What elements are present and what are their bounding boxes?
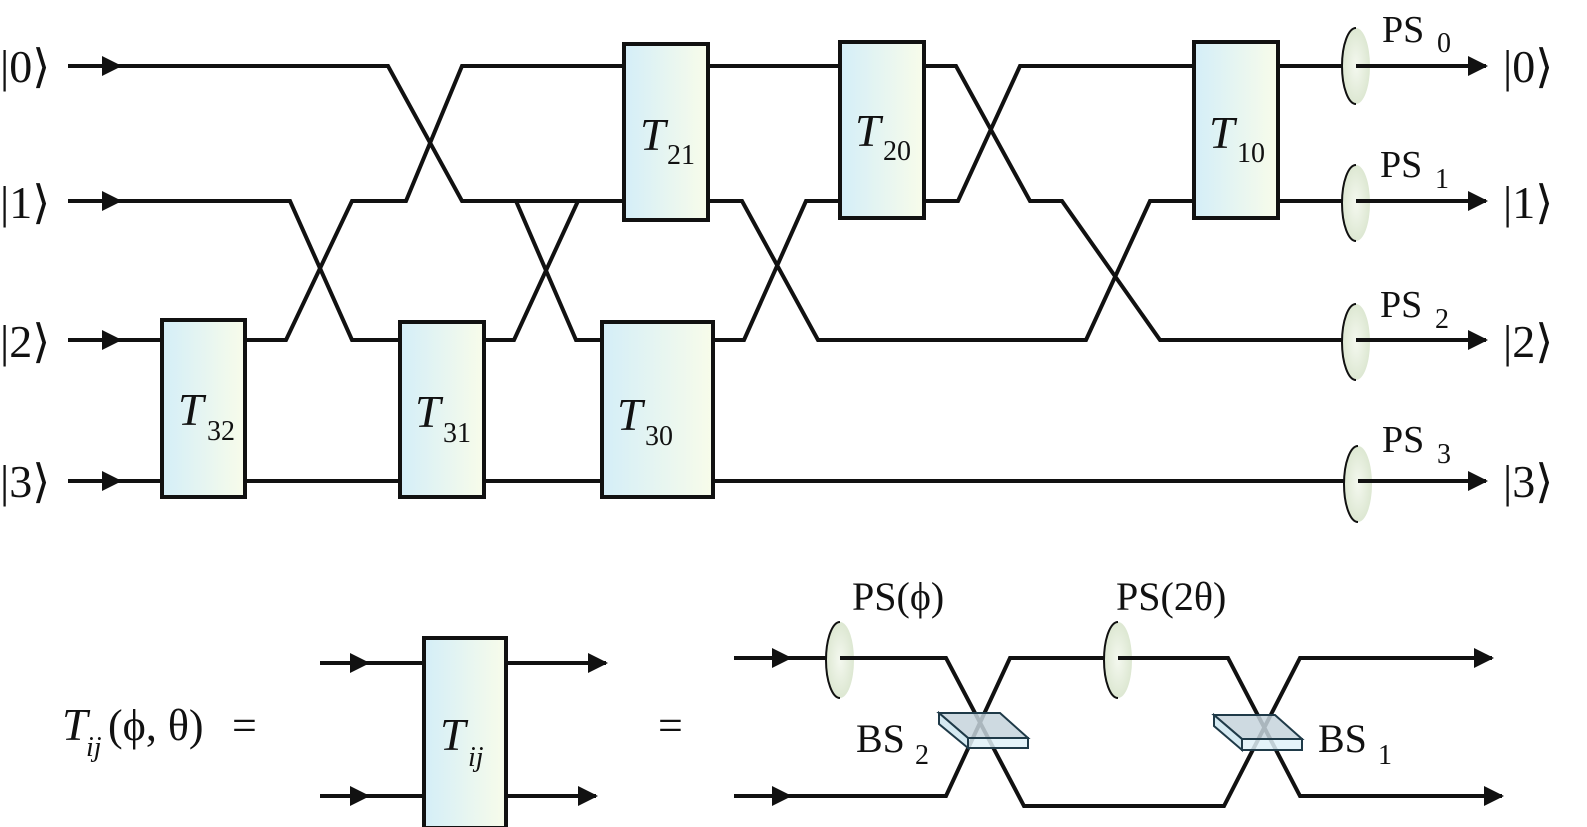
gate-box <box>1192 40 1280 220</box>
gate-T21: T 21 <box>622 42 710 222</box>
bs1-subscript: 1 <box>1378 740 1392 771</box>
gate-box <box>160 318 247 499</box>
wire-segment <box>713 199 840 342</box>
gate-T10: T 10 <box>1192 40 1280 220</box>
gate-box <box>398 320 486 499</box>
gate-T20: T 20 <box>838 40 926 220</box>
wire-segment <box>924 64 1194 203</box>
gate-T32: T 32 <box>160 318 247 499</box>
gate-T31: T 31 <box>398 320 486 499</box>
lens-edge <box>1343 445 1359 523</box>
bs2-label: BS <box>856 716 905 761</box>
input-ket-0: |0⟩ <box>0 41 50 92</box>
gate-box <box>600 320 715 499</box>
phase-shifter-3: PS 3 <box>1343 419 1451 523</box>
phase-shifter-0: PS 0 <box>1341 9 1451 105</box>
tij-definition: T ij (ϕ, θ) = T ij = PS(ϕ) PS(2θ) <box>62 574 1504 827</box>
phase-shifter-lens-icon <box>1344 446 1372 522</box>
gate-subscript: 32 <box>207 416 235 447</box>
gate-subscript: 31 <box>443 418 471 449</box>
wire-segment <box>484 199 624 342</box>
tij-label: T <box>440 709 469 760</box>
def-T: T <box>62 699 91 750</box>
tij-subscript: ij <box>468 742 484 773</box>
gate-label: T <box>617 389 646 440</box>
bs1-label: BS <box>1318 716 1367 761</box>
gate-label: T <box>1209 107 1238 158</box>
beam-splitter-2-icon <box>936 710 1031 751</box>
equals-sign: = <box>232 701 257 750</box>
beam-splitter-1-icon <box>1211 712 1305 753</box>
ps-label: PS <box>1382 419 1424 461</box>
gate-label: T <box>415 386 444 437</box>
wire-segment <box>462 199 602 342</box>
lens-edge <box>1341 164 1357 242</box>
phase-shifter-2: PS 2 <box>1341 284 1449 381</box>
input-ket-1: |1⟩ <box>0 177 50 228</box>
waveguides <box>68 56 1488 491</box>
wire-segment <box>110 199 402 342</box>
equals-sign-2: = <box>658 701 683 750</box>
ps-subscript: 3 <box>1437 439 1451 470</box>
lens-edge <box>1341 27 1357 105</box>
ps-subscript: 0 <box>1437 28 1451 59</box>
wire-segment <box>924 64 1345 342</box>
wire-segment <box>110 64 628 203</box>
ps-subscript: 2 <box>1435 304 1449 335</box>
ps-phi-label: PS(ϕ) <box>852 574 944 619</box>
gate-box <box>838 40 926 220</box>
gate-subscript: 20 <box>883 136 911 167</box>
bs2-subscript: 2 <box>915 740 929 771</box>
gate-T30: T 30 <box>600 320 715 499</box>
gate-subscript: 10 <box>1237 138 1265 169</box>
gate-subscript: 30 <box>645 421 673 452</box>
ps-subscript: 1 <box>1435 164 1449 195</box>
gate-label: T <box>178 384 207 435</box>
ps-label: PS <box>1380 144 1422 186</box>
wire-segment <box>245 64 624 342</box>
output-ket-0: |0⟩ <box>1503 41 1553 92</box>
output-ket-2: |2⟩ <box>1503 316 1553 367</box>
lens-wire-overlay <box>1356 64 1380 483</box>
input-ket-3: |3⟩ <box>0 456 50 507</box>
output-ket-1: |1⟩ <box>1503 177 1553 228</box>
output-kets: |0⟩ |1⟩ |2⟩ |3⟩ <box>1503 41 1553 507</box>
ps-label: PS <box>1380 284 1422 326</box>
def-args: (ϕ, θ) <box>108 701 204 750</box>
wire-segment <box>708 199 1194 342</box>
gate-box <box>622 42 710 222</box>
tij-gate-box <box>422 636 508 827</box>
mzi-upper-path <box>780 656 1490 808</box>
ps-label: PS <box>1382 9 1424 51</box>
def-subscript: ij <box>86 732 102 763</box>
phase-shifter-1: PS 1 <box>1341 144 1449 242</box>
gate-label: T <box>855 105 884 156</box>
input-ket-2: |2⟩ <box>0 316 50 367</box>
ps-2theta-label: PS(2θ) <box>1116 574 1226 619</box>
gate-label: T <box>640 109 669 160</box>
input-kets: |0⟩ |1⟩ |2⟩ |3⟩ <box>0 41 50 507</box>
gate-subscript: 21 <box>667 140 695 171</box>
lens-edge <box>1341 303 1357 381</box>
output-ket-3: |3⟩ <box>1503 456 1553 507</box>
